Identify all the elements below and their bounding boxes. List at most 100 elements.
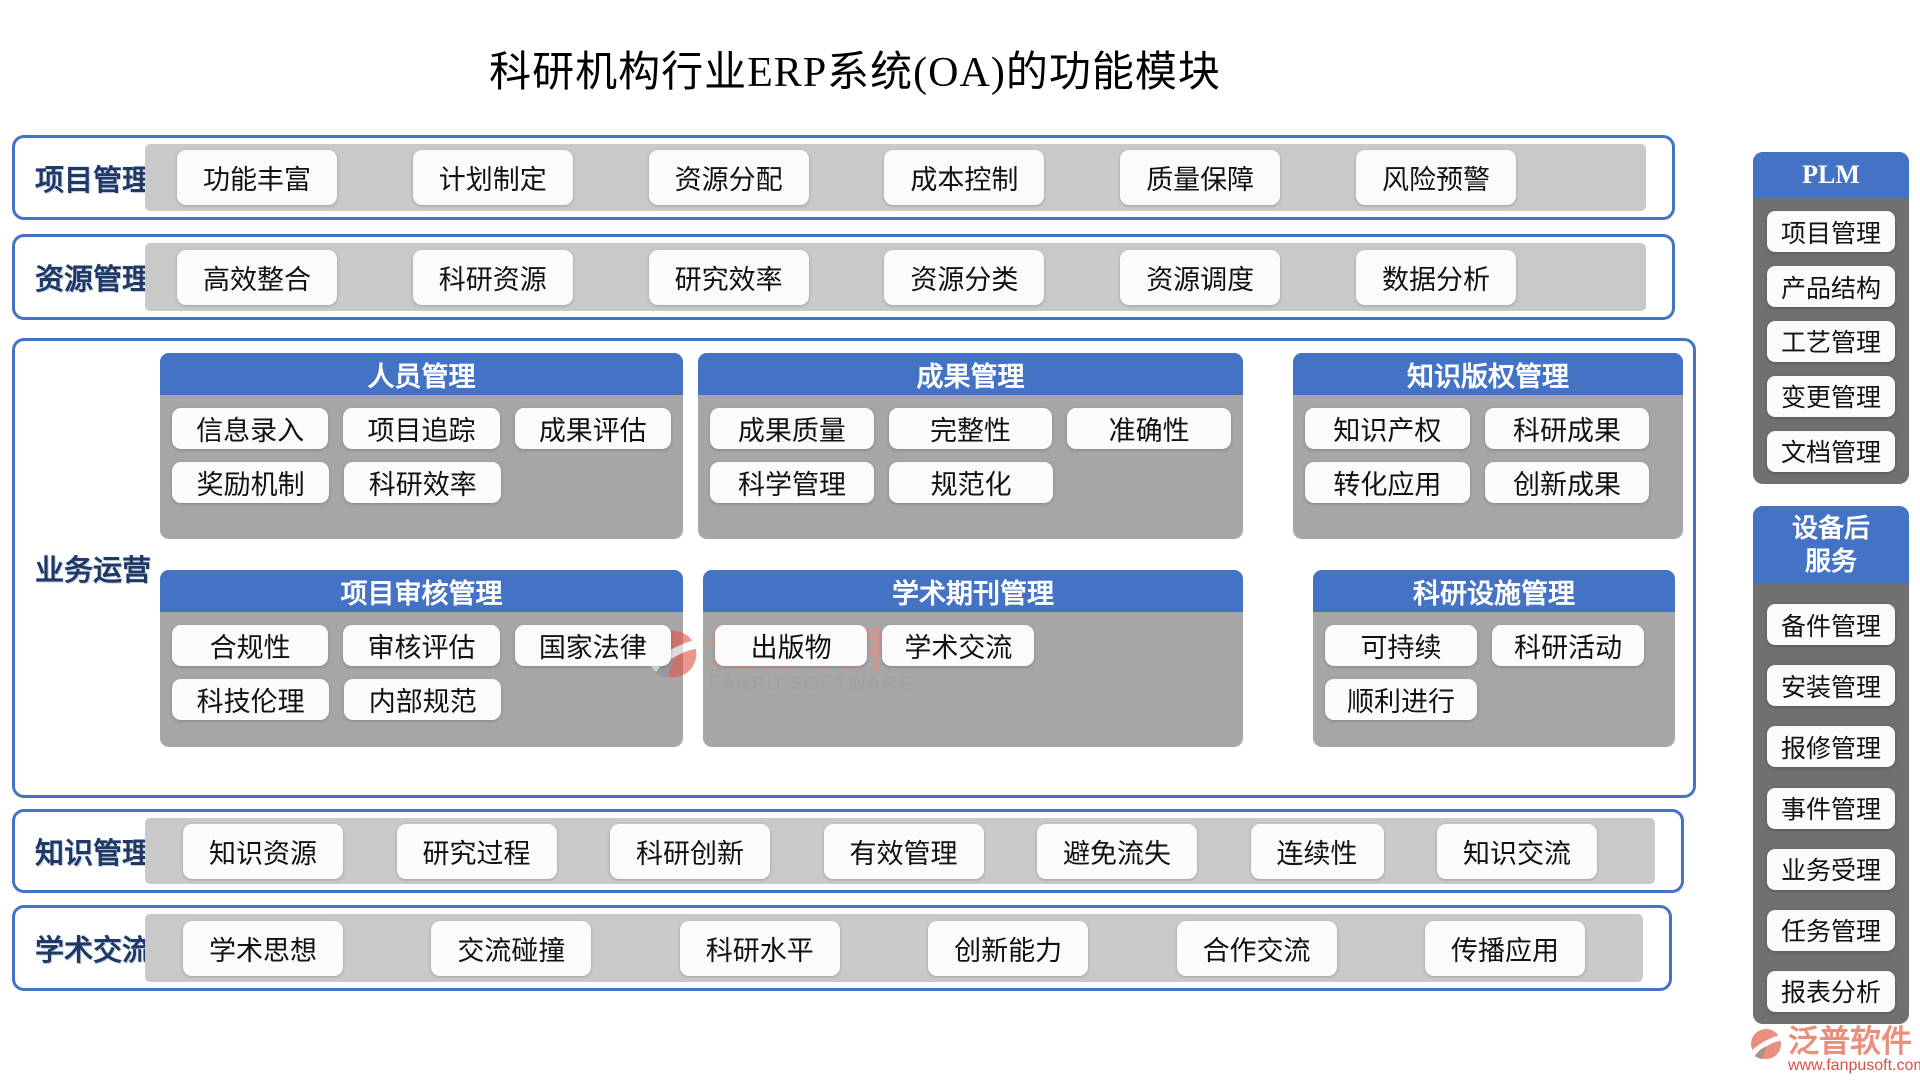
module-chip[interactable]: 报修管理	[1767, 726, 1895, 768]
module-chip[interactable]: 工艺管理	[1767, 320, 1895, 362]
module-chip[interactable]: 国家法律	[514, 625, 671, 666]
module-chip[interactable]: 备件管理	[1767, 604, 1895, 646]
module-chip[interactable]: 事件管理	[1767, 787, 1895, 829]
module-chip[interactable]: 内部规范	[344, 679, 502, 720]
module-chip[interactable]: 科研资源	[412, 249, 573, 305]
band-label: 业务运营	[35, 555, 152, 587]
side-panel-equipment-service: 设备后 服务 备件管理 安装管理 报修管理 事件管理 业务受理 任务管理 报表分…	[1753, 506, 1909, 1024]
side-panel-title: 设备后 服务	[1753, 506, 1909, 584]
chip-row: 转化应用 创新成果	[1305, 462, 1671, 503]
module-chip[interactable]: 合作交流	[1176, 920, 1337, 976]
module-chip[interactable]: 可持续	[1325, 625, 1478, 666]
side-panel-title: PLM	[1753, 152, 1909, 198]
module-chip[interactable]: 任务管理	[1767, 909, 1895, 951]
side-panel-body: 备件管理 安装管理 报修管理 事件管理 业务受理 任务管理 报表分析	[1753, 584, 1909, 1032]
module-chip[interactable]: 研究效率	[648, 249, 809, 305]
module-chip[interactable]: 资源调度	[1120, 249, 1281, 305]
panel-knowledge-copyright-management: 知识版权管理 知识产权 科研成果 转化应用 创新成果	[1293, 353, 1683, 539]
module-chip[interactable]: 知识资源	[183, 823, 343, 879]
module-chip[interactable]: 项目管理	[1767, 211, 1895, 253]
band-project-management: 项目管理 功能丰富 计划制定 资源分配 成本控制 质量保障 风险预警	[12, 135, 1675, 220]
panel-body: 出版物 学术交流	[703, 612, 1243, 679]
panel-research-facility-management: 科研设施管理 可持续 科研活动 顺利进行	[1313, 570, 1675, 747]
module-chip[interactable]: 业务受理	[1767, 848, 1895, 890]
panel-body: 可持续 科研活动 顺利进行	[1313, 612, 1675, 733]
module-chip[interactable]: 交流碰撞	[431, 920, 592, 976]
module-chip[interactable]: 顺利进行	[1325, 679, 1478, 720]
panel-title: 科研设施管理	[1313, 570, 1675, 612]
band-business-operations: 业务运营 人员管理 信息录入 项目追踪 成果评估 奖励机制 科研效率 成果管理 …	[12, 338, 1696, 798]
footer-brand: 泛普软件 www.fanpusoft.com	[1748, 1026, 1920, 1075]
chip-row: 知识产权 科研成果	[1305, 408, 1671, 449]
module-chip[interactable]: 创新成果	[1484, 462, 1650, 503]
module-chip[interactable]: 科研创新	[610, 823, 770, 879]
module-chip[interactable]: 科学管理	[710, 462, 875, 503]
module-chip[interactable]: 完整性	[888, 408, 1053, 449]
module-chip[interactable]: 功能丰富	[177, 150, 337, 205]
module-chip[interactable]: 资源分配	[648, 150, 809, 205]
module-chip[interactable]: 科研成果	[1484, 408, 1650, 449]
module-chip[interactable]: 合规性	[172, 625, 329, 666]
module-chip[interactable]: 文档管理	[1767, 430, 1895, 472]
module-chip[interactable]: 知识交流	[1437, 823, 1597, 879]
chip-row: 知识资源 研究过程 科研创新 有效管理 避免流失 连续性 知识交流	[145, 823, 1655, 879]
module-chip[interactable]: 创新能力	[928, 920, 1089, 976]
band-academic-exchange: 学术交流 学术思想 交流碰撞 科研水平 创新能力 合作交流 传播应用	[12, 905, 1672, 991]
module-chip[interactable]: 信息录入	[172, 408, 329, 449]
panel-academic-journal-management: 学术期刊管理 出版物 学术交流	[703, 570, 1243, 747]
chip-row: 信息录入 项目追踪 成果评估	[172, 408, 671, 449]
module-chip[interactable]: 奖励机制	[172, 462, 330, 503]
module-chip[interactable]: 连续性	[1250, 823, 1384, 879]
panel-title: 知识版权管理	[1293, 353, 1683, 395]
band-track: 知识资源 研究过程 科研创新 有效管理 避免流失 连续性 知识交流	[145, 818, 1655, 884]
module-chip[interactable]: 风险预警	[1355, 150, 1516, 205]
band-label: 资源管理	[35, 264, 152, 296]
panel-personnel-management: 人员管理 信息录入 项目追踪 成果评估 奖励机制 科研效率	[160, 353, 683, 539]
module-chip[interactable]: 科研水平	[679, 920, 840, 976]
module-chip[interactable]: 科研效率	[344, 462, 502, 503]
module-chip[interactable]: 准确性	[1067, 408, 1232, 449]
side-panel-plm: PLM 项目管理 产品结构 工艺管理 变更管理 文档管理	[1753, 152, 1909, 484]
module-chip[interactable]: 科技伦理	[172, 679, 330, 720]
panel-title: 成果管理	[698, 353, 1243, 395]
module-chip[interactable]: 成本控制	[884, 150, 1045, 205]
module-chip[interactable]: 出版物	[715, 625, 868, 666]
module-chip[interactable]: 计划制定	[412, 150, 573, 205]
panel-body: 信息录入 项目追踪 成果评估 奖励机制 科研效率	[160, 395, 683, 516]
module-chip[interactable]: 报表分析	[1767, 970, 1895, 1012]
band-track: 高效整合 科研资源 研究效率 资源分类 资源调度 数据分析	[145, 243, 1646, 311]
module-chip[interactable]: 学术交流	[882, 625, 1035, 666]
module-chip[interactable]: 成果质量	[710, 408, 874, 449]
band-label: 知识管理	[35, 838, 152, 870]
module-chip[interactable]: 成果评估	[514, 408, 671, 449]
module-chip[interactable]: 规范化	[889, 462, 1054, 503]
module-chip[interactable]: 变更管理	[1767, 375, 1895, 417]
module-chip[interactable]: 传播应用	[1424, 920, 1585, 976]
band-label: 项目管理	[35, 164, 152, 197]
module-chip[interactable]: 项目追踪	[343, 408, 500, 449]
panel-body: 成果质量 完整性 准确性 科学管理 规范化	[698, 395, 1243, 516]
module-chip[interactable]: 产品结构	[1767, 266, 1895, 308]
module-chip[interactable]: 学术思想	[183, 920, 343, 976]
panel-title: 人员管理	[160, 353, 683, 395]
module-chip[interactable]: 资源分类	[884, 249, 1045, 305]
chip-row: 功能丰富 计划制定 资源分配 成本控制 质量保障 风险预警	[145, 150, 1646, 205]
module-chip[interactable]: 知识产权	[1305, 408, 1470, 449]
module-chip[interactable]: 质量保障	[1120, 150, 1281, 205]
module-chip[interactable]: 数据分析	[1355, 249, 1516, 305]
panel-title: 学术期刊管理	[703, 570, 1243, 612]
module-chip[interactable]: 审核评估	[343, 625, 500, 666]
module-chip[interactable]: 安装管理	[1767, 665, 1895, 707]
module-chip[interactable]: 高效整合	[177, 249, 337, 305]
chip-row: 顺利进行	[1325, 679, 1663, 720]
module-chip[interactable]: 避免流失	[1037, 823, 1197, 879]
module-chip[interactable]: 有效管理	[823, 823, 984, 879]
panel-title: 项目审核管理	[160, 570, 683, 612]
module-chip[interactable]: 研究过程	[396, 823, 557, 879]
panel-results-management: 成果管理 成果质量 完整性 准确性 科学管理 规范化	[698, 353, 1243, 539]
module-chip[interactable]: 科研活动	[1492, 625, 1645, 666]
module-chip[interactable]: 转化应用	[1305, 462, 1470, 503]
panel-body: 知识产权 科研成果 转化应用 创新成果	[1293, 395, 1683, 516]
chip-row: 科技伦理 内部规范	[172, 679, 671, 720]
